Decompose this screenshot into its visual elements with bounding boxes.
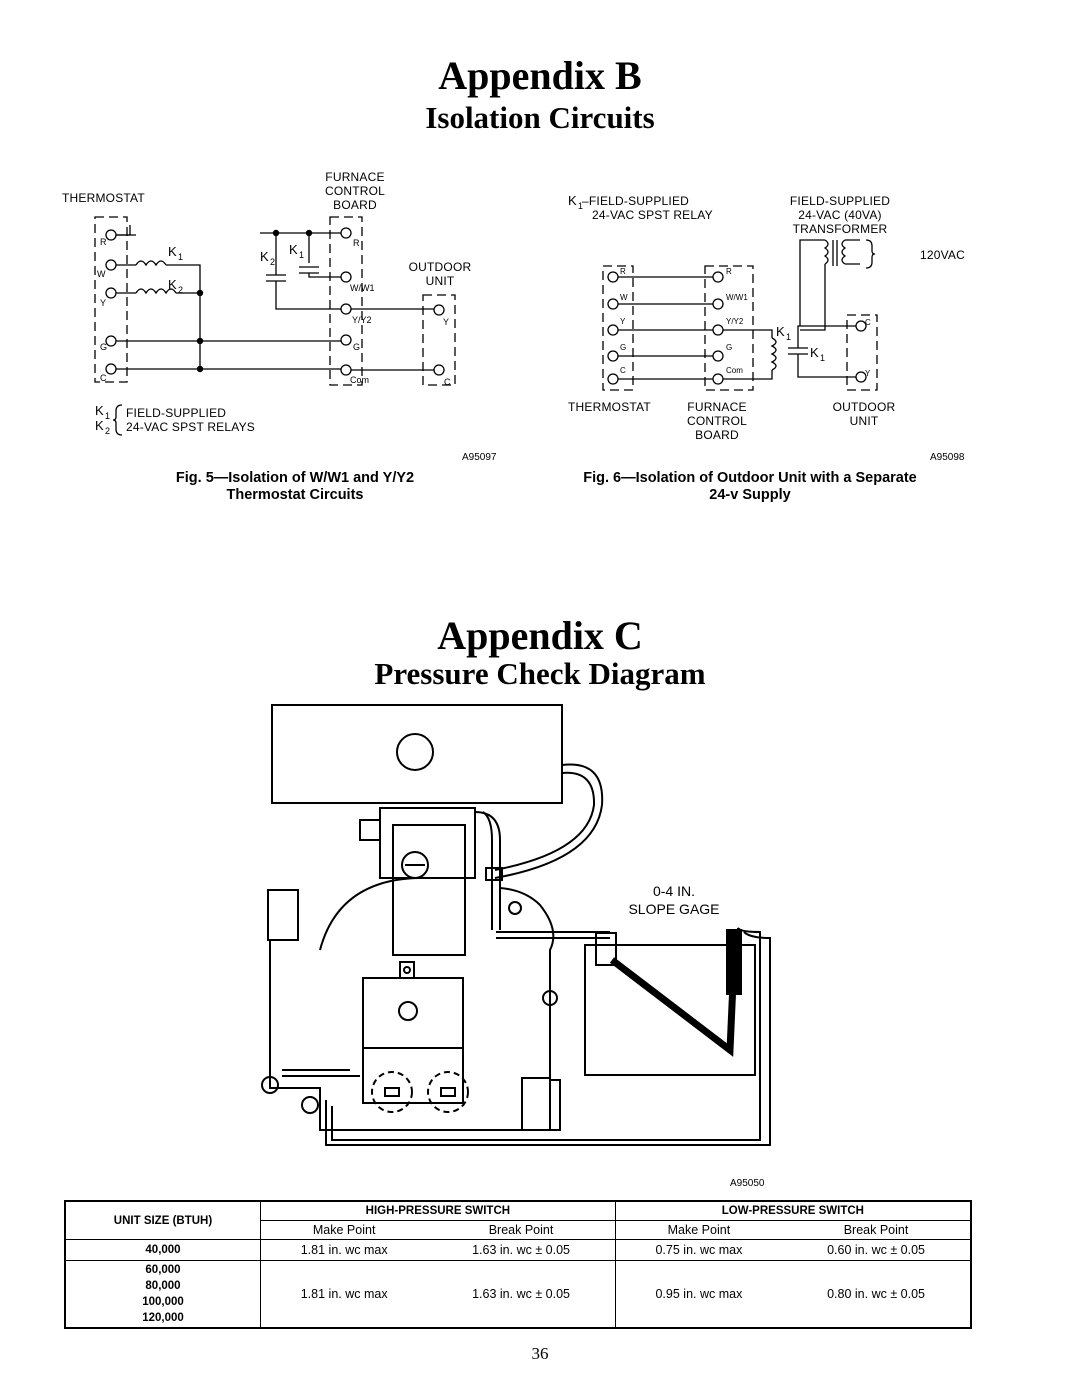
svg-text:K: K [260, 249, 269, 264]
svg-text:Com: Com [726, 366, 743, 375]
svg-text:R: R [726, 267, 732, 276]
pressure-figure-code: A95050 [730, 1178, 765, 1189]
svg-text:Y/Y2: Y/Y2 [726, 317, 744, 326]
slope-gage-label: 0-4 IN.SLOPE GAGE [628, 883, 720, 917]
svg-text:1: 1 [820, 353, 825, 363]
svg-text:C: C [444, 377, 451, 387]
table-row: 40,000 1.81 in. wc max 1.63 in. wc ± 0.0… [65, 1239, 971, 1261]
pressure-check-diagram [261, 704, 771, 1146]
subcol-low-make: Make Point [667, 1223, 731, 1237]
low-make-cell: 0.95 in. wc max [615, 1260, 783, 1328]
svg-text:K: K [95, 418, 104, 433]
appendix-b-title: Appendix B [438, 53, 642, 98]
fig6-relay-label: 24-VAC SPST RELAY [592, 208, 713, 222]
svg-text:1: 1 [105, 411, 110, 421]
fig5-thermostat-box [94, 216, 128, 383]
svg-text:K: K [289, 242, 298, 257]
fig6-120vac-label: 120VAC [920, 248, 966, 262]
svg-text:C: C [620, 366, 626, 375]
unit-size-cell: 60,000 80,000 100,000 120,000 [65, 1260, 261, 1328]
appendix-c-subtitle: Pressure Check Diagram [374, 656, 706, 691]
low-break-cell: 0.60 in. wc ± 0.05 [782, 1239, 971, 1261]
svg-text:K: K [776, 324, 785, 339]
low-break-cell: 0.80 in. wc ± 0.05 [782, 1260, 971, 1328]
svg-text:G: G [353, 342, 360, 352]
svg-text:1: 1 [299, 250, 304, 260]
page-number: 36 [531, 1344, 549, 1363]
svg-text:R: R [620, 267, 626, 276]
svg-text:1: 1 [178, 252, 183, 262]
fig6-thermostat-label: THERMOSTAT [568, 400, 651, 414]
fig6-k1-label: –FIELD-SUPPLIED [582, 194, 690, 208]
svg-text:2: 2 [178, 285, 183, 295]
svg-text:W/W1: W/W1 [350, 283, 375, 293]
svg-text:G: G [100, 342, 107, 352]
pressure-switch-table: UNIT SIZE (BTUH) HIGH-PRESSURE SWITCH LO… [64, 1200, 972, 1329]
svg-text:G: G [726, 343, 732, 352]
fig5-outdoor-box [422, 294, 456, 386]
high-break-cell: 1.63 in. wc ± 0.05 [427, 1239, 616, 1261]
svg-text:C: C [865, 318, 871, 327]
svg-text:W: W [97, 269, 106, 279]
fig5-board-box [329, 216, 363, 386]
subcol-low-break: Break Point [843, 1223, 909, 1237]
high-make-cell: 1.81 in. wc max [260, 1260, 428, 1328]
svg-text:Com: Com [350, 375, 369, 385]
subcol-high-break: Break Point [427, 1220, 616, 1240]
appendix-b-subtitle: Isolation Circuits [425, 100, 655, 135]
high-make-cell: 1.81 in. wc max [260, 1239, 428, 1261]
svg-text:R: R [353, 238, 360, 248]
svg-text:C: C [100, 373, 107, 383]
svg-text:R: R [100, 237, 107, 247]
svg-text:K: K [168, 244, 177, 259]
unit-size-cell: 40,000 [65, 1239, 261, 1261]
low-make-cell: 0.75 in. wc max [615, 1239, 783, 1261]
fig6-thermostat-box [602, 265, 634, 391]
col-unit-size: UNIT SIZE (BTUH) [65, 1201, 261, 1240]
svg-text:Y: Y [443, 317, 449, 327]
high-break-cell: 1.63 in. wc ± 0.05 [427, 1260, 616, 1328]
svg-text:K: K [95, 403, 104, 418]
svg-text:1: 1 [786, 332, 791, 342]
fig6-outdoor-box [846, 314, 878, 391]
fig5-thermostat-label: THERMOSTAT [62, 191, 145, 205]
svg-text:1: 1 [578, 201, 583, 211]
fig6-board-box [704, 265, 754, 391]
table-header-row: UNIT SIZE (BTUH) HIGH-PRESSURE SWITCH LO… [65, 1201, 971, 1240]
svg-text:G: G [620, 343, 626, 352]
svg-text:Y: Y [865, 369, 871, 378]
svg-text:W/W1: W/W1 [726, 293, 748, 302]
col-high-pressure: HIGH-PRESSURE SWITCH [260, 1201, 616, 1221]
svg-text:2: 2 [270, 257, 275, 267]
col-low-pressure: LOW-PRESSURE SWITCH [615, 1201, 971, 1221]
subcol-high-make: Make Point [312, 1223, 376, 1237]
appendix-c-title: Appendix C [437, 613, 643, 658]
svg-text:K: K [810, 345, 819, 360]
fig6-figure-code: A95098 [930, 452, 965, 463]
svg-text:Y: Y [620, 317, 626, 326]
svg-text:K: K [568, 193, 577, 208]
svg-text:Y: Y [100, 298, 106, 308]
slope-gage [584, 944, 756, 1076]
svg-text:Y/Y2: Y/Y2 [352, 315, 372, 325]
svg-text:K: K [168, 277, 177, 292]
control-box [271, 704, 563, 804]
table-row: 60,000 80,000 100,000 120,000 1.81 in. w… [65, 1260, 971, 1328]
fig6-caption: Fig. 6—Isolation of Outdoor Unit with a … [583, 470, 917, 503]
svg-text:2: 2 [105, 426, 110, 436]
svg-text:W: W [620, 293, 628, 302]
fig5-figure-code: A95097 [462, 452, 497, 463]
table-subheader-row: Make Point Break Point Make Point Break … [65, 1220, 971, 1240]
